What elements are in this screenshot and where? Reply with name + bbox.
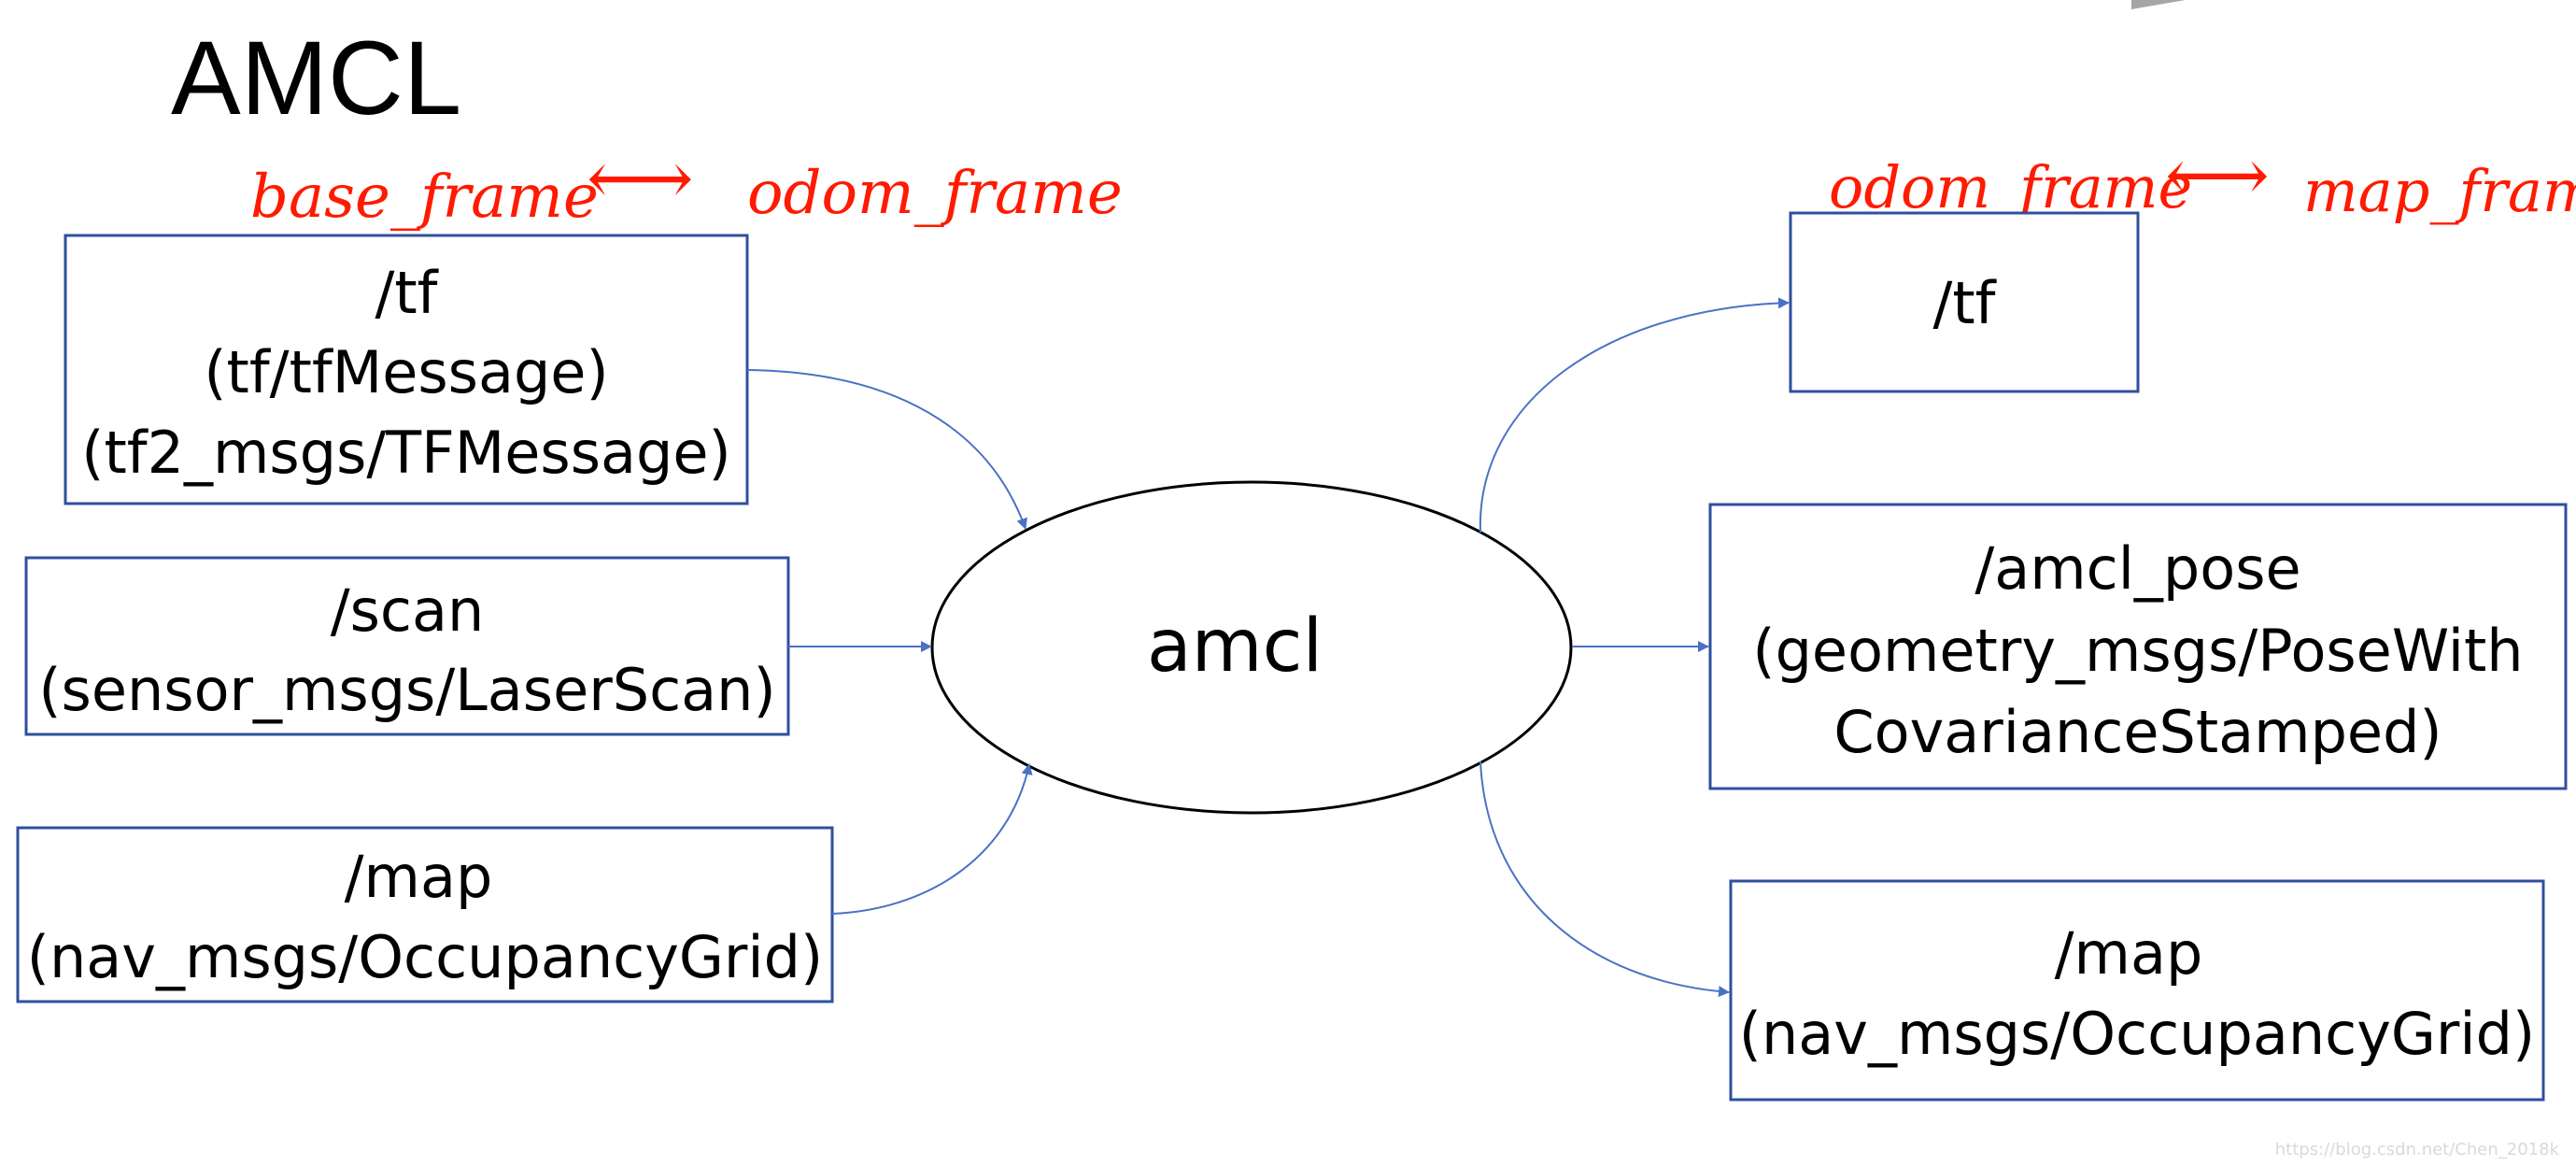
annotation-right-to: map_frame xyxy=(2303,157,2576,225)
input-box-tf xyxy=(64,234,749,505)
input-type-scan: (sensor_msgs/LaserScan) xyxy=(38,656,775,724)
output-type-map: (nav_msgs/OccupancyGrid) xyxy=(1739,1000,2535,1068)
connectors xyxy=(746,297,1790,998)
corner-decoration xyxy=(2131,0,2186,9)
output-box-tf xyxy=(1789,211,2140,393)
input-type-tf-2: (tf2_msgs/TFMessage) xyxy=(81,419,730,487)
arrow-tf-to-amcl xyxy=(746,369,1027,530)
amcl-node xyxy=(930,480,1573,815)
annotation-right-from: odom_frame xyxy=(1829,153,2192,221)
output-type-amcl-pose-1: (geometry_msgs/PoseWith xyxy=(1752,617,2523,685)
input-topic-tf: /tf xyxy=(375,259,439,327)
amcl-node-label: amcl xyxy=(1147,604,1323,689)
input-box-map xyxy=(16,826,834,1003)
arrow-amcl-to-tf xyxy=(1479,297,1790,533)
arrow-amcl-to-map xyxy=(1479,761,1730,998)
input-topic-scan: /scan xyxy=(331,576,485,645)
input-type-tf-1: (tf/tfMessage) xyxy=(204,338,608,406)
annotation-right-arrow: ⟷ xyxy=(2165,134,2270,218)
annotation-right: odom_frame ⟷ map_frame xyxy=(1829,134,2576,225)
output-box-map xyxy=(1729,879,2545,1102)
output-topic-map: /map xyxy=(2055,919,2203,988)
input-topic-map: /map xyxy=(345,843,493,911)
annotation-left-arrow: ⟷ xyxy=(587,135,694,221)
annotation-left: base_frame ⟷ odom_frame xyxy=(250,135,1123,232)
arrow-map-to-amcl xyxy=(831,763,1033,915)
watermark: https://blog.csdn.net/Chen_2018k xyxy=(2275,1140,2560,1159)
page-title: AMCL xyxy=(171,20,461,136)
output-topic-amcl-pose: /amcl_pose xyxy=(1974,534,2300,603)
input-type-map: (nav_msgs/OccupancyGrid) xyxy=(27,923,823,991)
output-box-amcl-pose xyxy=(1708,503,2568,790)
output-type-amcl-pose-2: CovarianceStamped) xyxy=(1833,698,2442,766)
annotation-left-to: odom_frame xyxy=(747,159,1123,228)
output-topic-tf: /tf xyxy=(1932,269,1997,337)
annotation-left-from: base_frame xyxy=(250,163,599,232)
